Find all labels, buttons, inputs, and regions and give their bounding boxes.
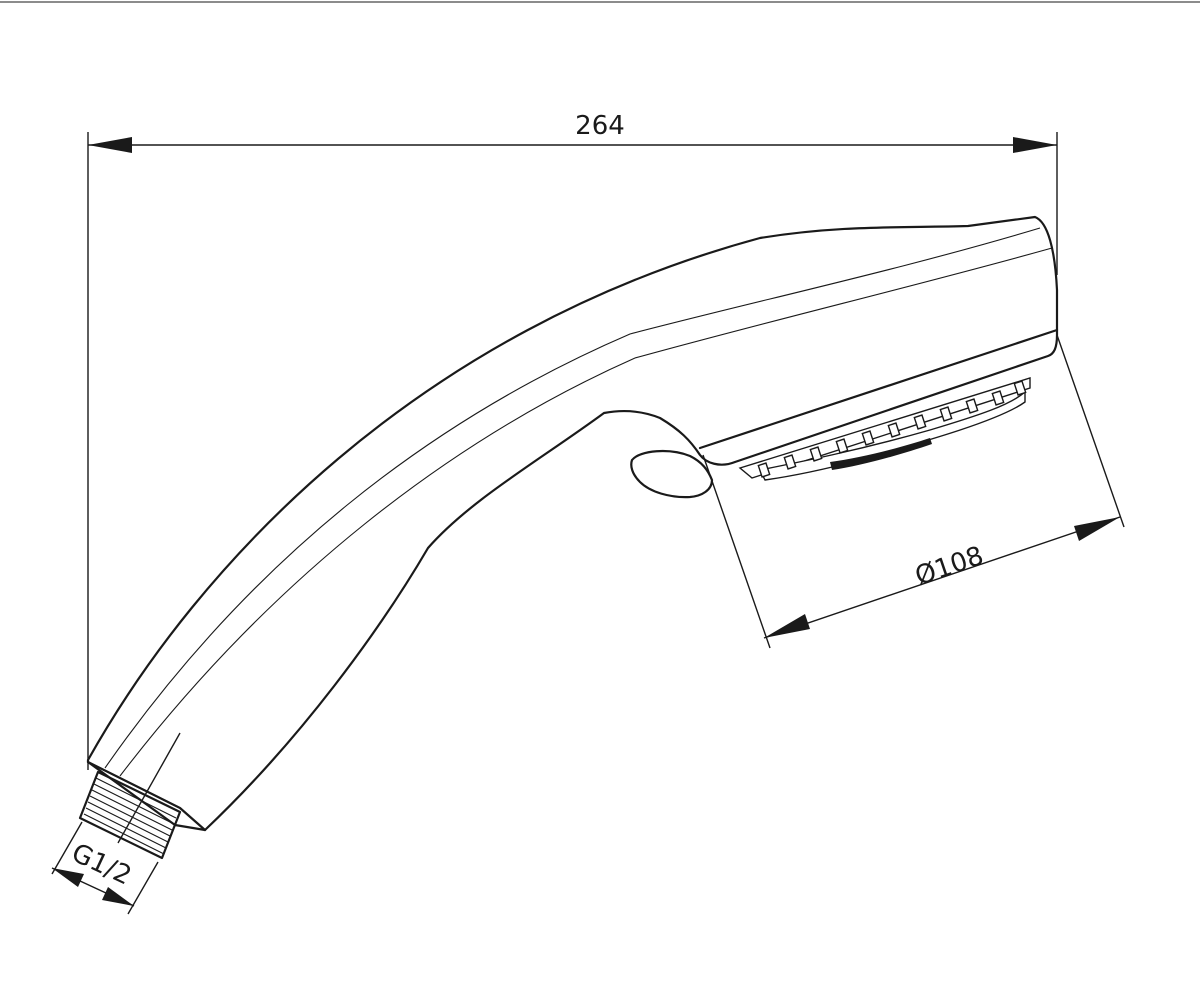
nozzle <box>913 414 927 430</box>
thread-ridge <box>83 813 165 855</box>
nozzle <box>757 462 771 478</box>
overall-length-dimension: 264 <box>87 111 1058 770</box>
nozzle <box>939 406 953 422</box>
thread-arrowhead-left <box>52 868 84 887</box>
thumb-rest <box>630 449 714 499</box>
thread-connector <box>78 770 182 860</box>
thread-leader-line <box>117 732 181 844</box>
parting-line-lower <box>119 247 1053 777</box>
nozzle-row <box>757 380 1027 478</box>
overall-length-label: 264 <box>575 111 625 141</box>
diameter-arrowhead-right <box>1074 517 1120 541</box>
nozzle <box>1013 380 1027 396</box>
handle-body <box>86 215 1059 832</box>
thread-ridge <box>95 777 177 819</box>
diameter-arrowhead-left <box>764 614 810 638</box>
thread-ridge <box>89 795 171 837</box>
spray-face-plate <box>738 377 1031 479</box>
base-collar <box>86 760 207 832</box>
spray-face <box>738 377 1031 481</box>
spray-center-disc <box>830 438 932 470</box>
nozzle <box>809 446 823 462</box>
nozzle <box>991 390 1005 406</box>
head-diameter-dimension: Ø108 <box>702 334 1125 649</box>
thread-ridge <box>87 801 169 843</box>
arrowhead-left <box>88 137 132 153</box>
thread-ridge <box>91 789 173 831</box>
thread-ridge <box>93 783 175 825</box>
nozzle <box>835 438 849 454</box>
nozzle <box>965 398 979 414</box>
head-rim-line <box>698 328 1059 450</box>
parting-line <box>104 227 1041 769</box>
thread-body <box>78 770 182 860</box>
diameter-extension-right <box>1056 334 1125 528</box>
diameter-dimension-line <box>763 516 1121 639</box>
head-diameter-label: Ø108 <box>911 541 987 592</box>
nozzle <box>783 454 797 470</box>
thread-arrowhead-right <box>102 887 134 906</box>
thread-ridges <box>83 777 177 855</box>
diameter-extension-left <box>702 454 771 649</box>
handle-outline <box>86 215 1059 832</box>
thread-extension-left <box>51 821 83 875</box>
nozzle <box>861 430 875 446</box>
arrowhead-right <box>1013 137 1057 153</box>
nozzle <box>887 422 901 438</box>
